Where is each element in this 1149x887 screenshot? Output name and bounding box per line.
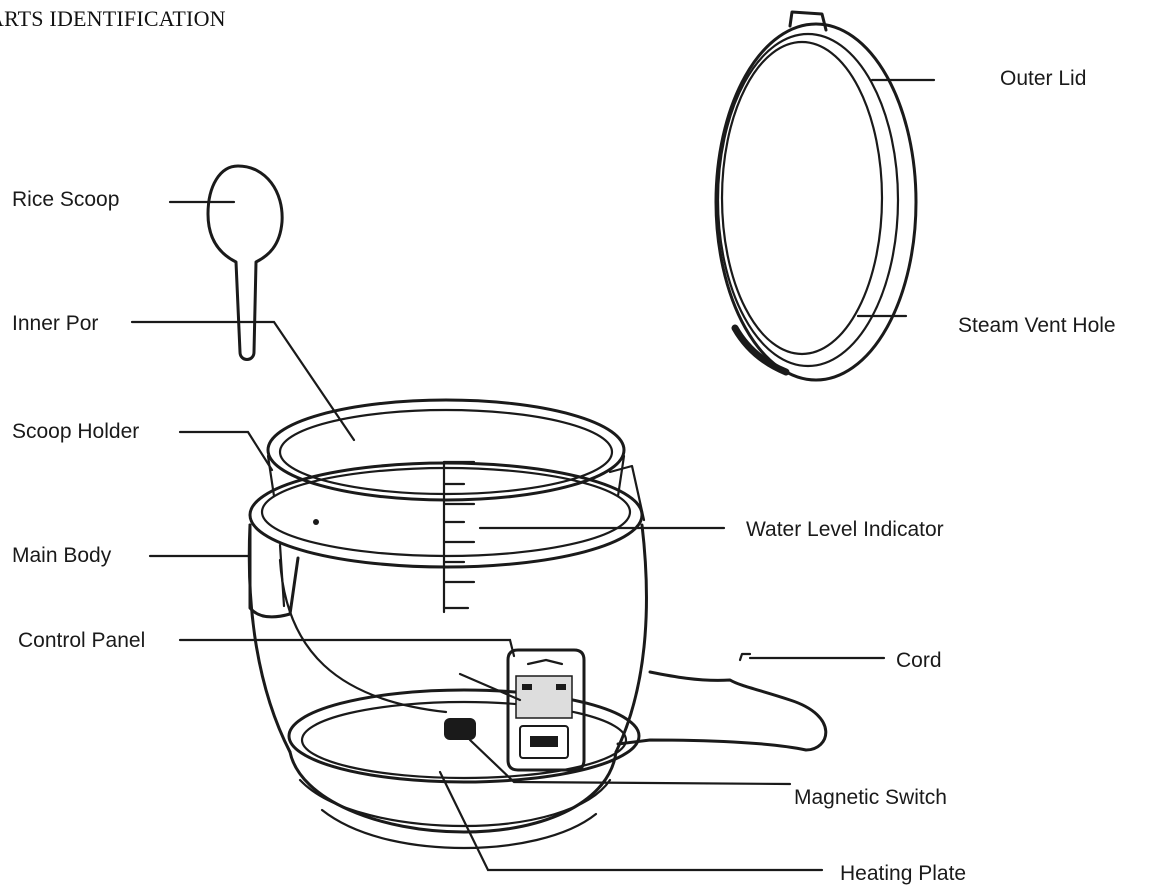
label-cord: Cord — [896, 649, 942, 672]
rice-scoop-drawing — [206, 164, 284, 361]
section-heading: ARTS IDENTIFICATION — [0, 6, 226, 31]
label-outer-lid: Outer Lid — [1000, 67, 1087, 90]
cooker-body-drawing — [247, 398, 828, 850]
label-control-panel: Control Panel — [18, 629, 146, 652]
label-rice-scoop: Rice Scoop — [12, 188, 120, 211]
label-water-level-indicator: Water Level Indicator — [746, 518, 944, 541]
label-scoop-holder: Scoop Holder — [12, 420, 140, 443]
outer-lid-drawing — [714, 10, 918, 382]
leader-lines — [130, 78, 936, 872]
label-heating-plate: Heating Plate — [840, 862, 967, 885]
label-main-body: Main Body — [12, 544, 112, 567]
label-steam-vent-hole: Steam Vent Hole — [958, 314, 1116, 337]
label-magnetic-switch: Magnetic Switch — [794, 786, 947, 809]
label-inner-pot: Inner Por — [12, 312, 99, 335]
